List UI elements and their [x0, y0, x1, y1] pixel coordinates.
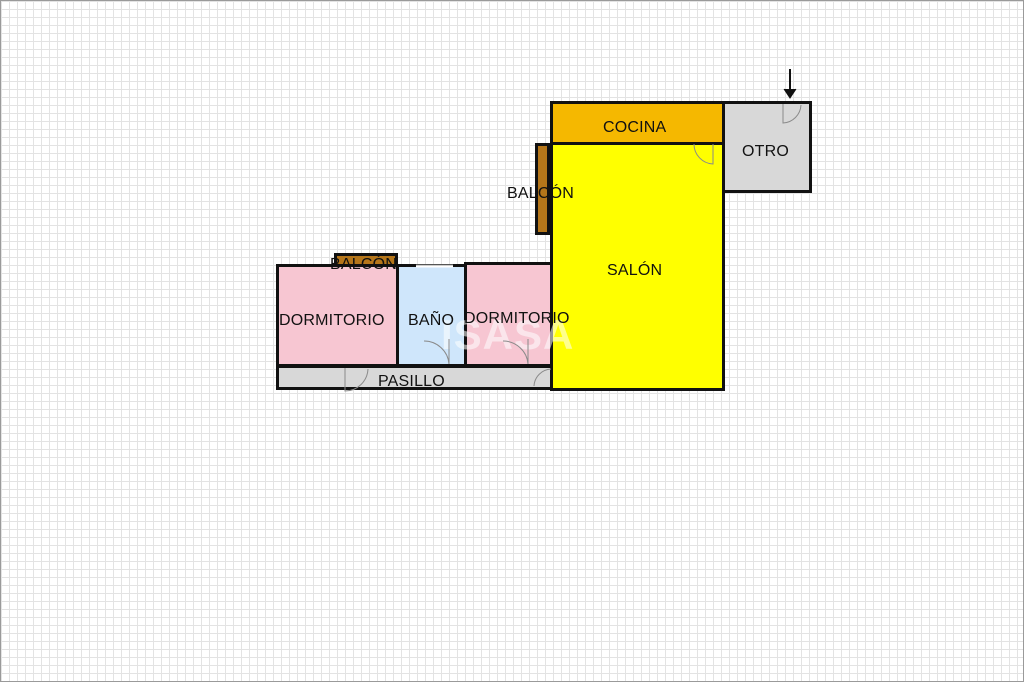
label-balcon-left: BALCÓN — [330, 256, 397, 273]
room-otro — [722, 101, 812, 193]
room-balcon-right — [535, 143, 550, 235]
room-salon — [550, 141, 725, 391]
label-cocina: COCINA — [603, 119, 667, 136]
watermark: ISASA — [441, 311, 575, 358]
label-dormitorio-2: DORMITORIO — [464, 310, 570, 327]
label-balcon-right: BALCÓN — [507, 185, 574, 202]
room-dormitorio-2 — [464, 262, 554, 367]
label-pasillo: PASILLO — [378, 373, 445, 390]
entrance-arrow-icon — [783, 69, 797, 99]
label-salon: SALÓN — [607, 262, 663, 279]
label-otro: OTRO — [742, 143, 790, 160]
room-cocina — [550, 101, 725, 145]
label-bano: BAÑO — [408, 312, 455, 329]
label-dormitorio-1: DORMITORIO — [279, 312, 385, 329]
